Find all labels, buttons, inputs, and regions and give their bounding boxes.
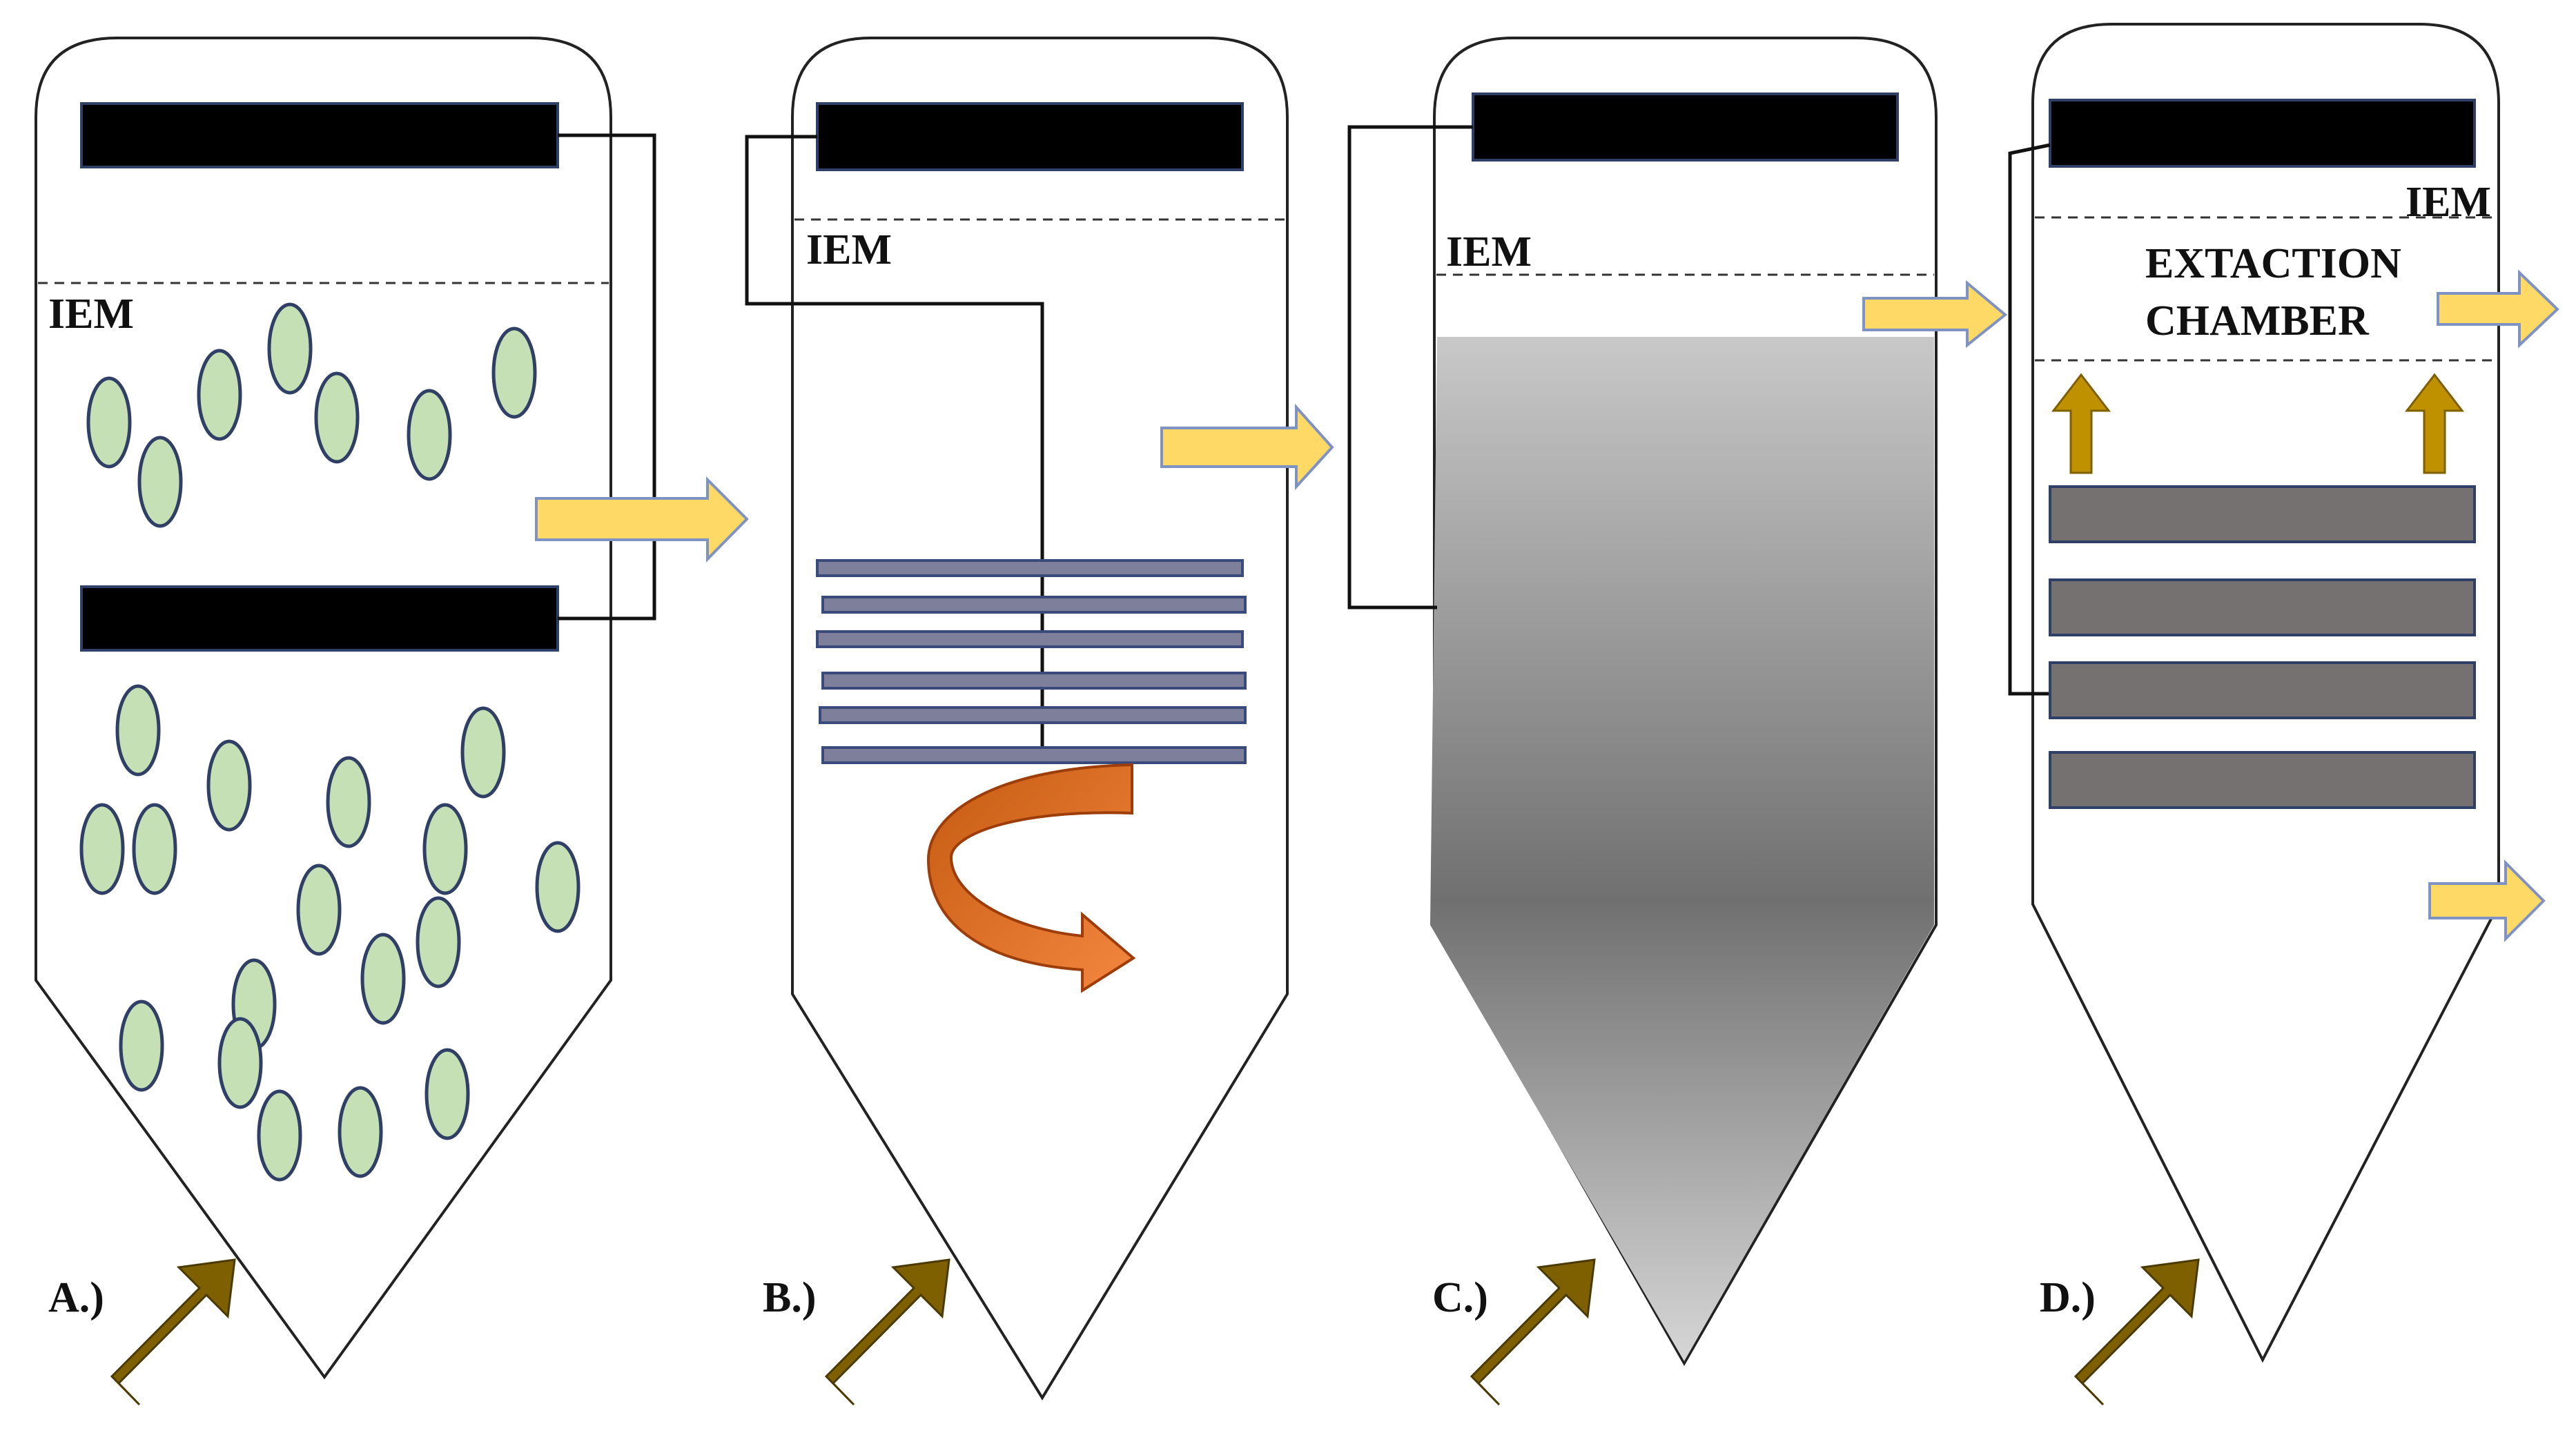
microbe-cell bbox=[296, 864, 342, 956]
panel-a: IEM bbox=[35, 37, 749, 1406]
microbe-cell bbox=[115, 684, 161, 777]
microbe-cell bbox=[197, 349, 242, 441]
inlet-arrow-c bbox=[1470, 1258, 1596, 1406]
microbe-cell bbox=[86, 376, 132, 469]
up-arrow-right-d bbox=[2404, 373, 2465, 474]
inlet-arrow-d bbox=[2074, 1258, 2200, 1406]
mesh-layer bbox=[816, 559, 1244, 577]
granular-electrode-bed-c bbox=[1430, 337, 1934, 1361]
mesh-layer bbox=[821, 746, 1247, 764]
membrane-label-c: IEM bbox=[1446, 228, 1532, 275]
microbe-cell bbox=[206, 739, 252, 832]
microbe-cell bbox=[491, 326, 537, 419]
inlet-arrow-a bbox=[110, 1258, 236, 1406]
microbe-cluster-upper-a bbox=[86, 302, 537, 528]
up-arrow-left-d bbox=[2051, 373, 2111, 474]
electrode-plate bbox=[2049, 485, 2476, 543]
external-circuit-wire-b bbox=[745, 135, 1044, 756]
microbe-cell bbox=[326, 756, 371, 848]
microbe-cluster-lower-a bbox=[79, 684, 580, 1182]
microbe-cell bbox=[257, 1089, 302, 1182]
panel-label-d: D.) bbox=[2040, 1274, 2096, 1321]
top-electrode-c bbox=[1472, 92, 1899, 162]
electrode-plate bbox=[2049, 751, 2476, 809]
microbe-cell bbox=[217, 1017, 263, 1109]
top-electrode-a bbox=[80, 102, 559, 168]
membrane-label-b: IEM bbox=[806, 226, 892, 273]
mesh-layer bbox=[821, 672, 1247, 690]
microbe-cell bbox=[407, 389, 452, 481]
inlet-arrow-b bbox=[824, 1258, 950, 1406]
microbe-cell bbox=[360, 933, 406, 1025]
effluent-outlet-arrow-d bbox=[2428, 859, 2546, 942]
flow-arrow-right-b bbox=[1160, 403, 1334, 491]
mesh-layer bbox=[816, 630, 1244, 648]
microbe-cell bbox=[132, 803, 177, 895]
flow-arrow-right-a bbox=[535, 476, 749, 563]
microbe-cell bbox=[425, 1048, 470, 1140]
panel-label-c: C.) bbox=[1432, 1274, 1488, 1321]
microbe-cell bbox=[416, 896, 461, 988]
mesh-layer bbox=[821, 596, 1247, 614]
microbe-cell bbox=[422, 803, 468, 895]
top-electrode-d bbox=[2049, 99, 2476, 168]
membrane-label-d: IEM bbox=[2406, 179, 2491, 226]
reactor-vessel-a bbox=[35, 37, 612, 1380]
microbe-cell bbox=[137, 436, 183, 528]
electrode-plate bbox=[2049, 578, 2476, 636]
microbe-cell bbox=[338, 1086, 383, 1178]
panel-c: IEM C.) bbox=[1347, 37, 2008, 1406]
microbe-cell bbox=[119, 1000, 164, 1092]
microbe-cell bbox=[460, 706, 506, 799]
external-circuit-wire-d bbox=[2008, 143, 2085, 696]
external-circuit-wire-c bbox=[1347, 125, 1473, 610]
microbe-cell bbox=[314, 371, 360, 464]
panel-b: IEM B.) bbox=[745, 37, 1334, 1406]
panel-label-b: B.) bbox=[763, 1274, 817, 1321]
flow-arrow-right-c bbox=[1862, 280, 2008, 349]
extraction-chamber-label-line1: EXTACTION bbox=[2145, 240, 2401, 287]
membrane-label-a: IEM bbox=[48, 291, 134, 338]
mesh-layer bbox=[819, 706, 1247, 724]
microbe-cell bbox=[79, 803, 125, 895]
panel-d: IEM EXTACTION CHAMBER D.) bbox=[2008, 23, 2559, 1406]
bottom-electrode-a bbox=[80, 585, 559, 652]
microbe-cell bbox=[267, 302, 313, 395]
extraction-chamber-label-line2: CHAMBER bbox=[2145, 298, 2370, 344]
external-circuit-wire-a bbox=[558, 133, 656, 621]
electrode-plate-stack-d bbox=[2049, 485, 2476, 809]
top-electrode-b bbox=[816, 102, 1244, 171]
mesh-electrode-stack-b bbox=[816, 559, 1247, 764]
electrode-plate bbox=[2049, 661, 2476, 719]
rotation-arrow-b bbox=[926, 763, 1136, 993]
microbe-cell bbox=[535, 841, 580, 933]
extract-outlet-arrow-d bbox=[2437, 269, 2559, 349]
panel-label-a: A.) bbox=[48, 1274, 104, 1321]
